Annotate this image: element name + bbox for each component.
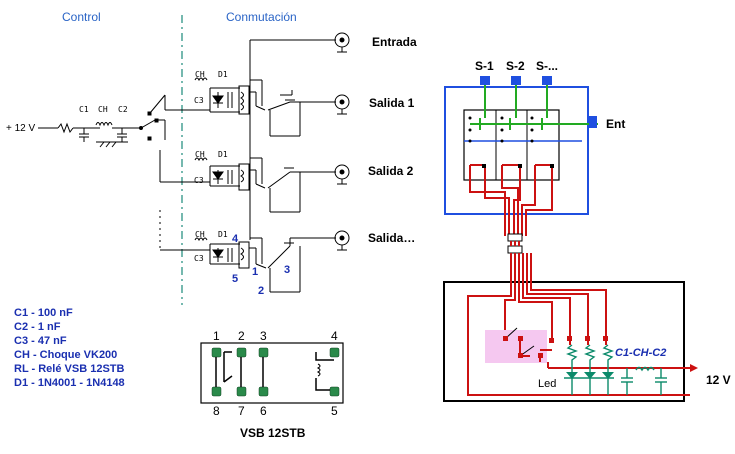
relay-pinout: 1 2 3 4 8 7 6 5 VSB 12STB bbox=[200, 329, 344, 440]
pinout-top-3: 3 bbox=[260, 329, 267, 343]
d1-label-1: D1 bbox=[218, 70, 228, 79]
c3-label-N: C3 bbox=[194, 254, 204, 263]
ribbon-connector bbox=[507, 233, 523, 254]
pinout-bottom-6: 6 bbox=[260, 404, 267, 418]
pin-label-5: 5 bbox=[232, 273, 238, 285]
switch-s2-label: S-2 bbox=[506, 59, 525, 73]
legend: C1 - 100 nF C2 - 1 nF C3 - 47 nF CH - Ch… bbox=[14, 307, 125, 389]
pin-label-4: 4 bbox=[232, 233, 239, 245]
ent-label: Ent bbox=[606, 117, 625, 131]
c3-label-2: C3 bbox=[194, 176, 204, 185]
salida1-label: Salida 1 bbox=[369, 96, 415, 110]
legend-item: C3 - 47 nF bbox=[14, 335, 67, 347]
c1-label: C1 bbox=[79, 105, 89, 114]
ch-label-N: CH bbox=[195, 230, 205, 239]
pin-label-2: 2 bbox=[258, 285, 264, 297]
legend-item: RL - Relé VSB 12STB bbox=[14, 363, 124, 375]
entrada-label: Entrada bbox=[372, 35, 417, 49]
legend-item: C2 - 1 nF bbox=[14, 321, 61, 333]
c2-label: C2 bbox=[118, 105, 128, 114]
control-circuit bbox=[38, 94, 182, 251]
coax-entrada bbox=[334, 32, 350, 53]
control-header: Control bbox=[62, 10, 101, 24]
pin-label-1: 1 bbox=[252, 266, 258, 278]
pinout-top-4: 4 bbox=[331, 329, 338, 343]
ch-label-1: CH bbox=[195, 70, 205, 79]
commutation-bus bbox=[249, 39, 336, 240]
coax-salidaN bbox=[334, 230, 350, 251]
salidaN-label: Salida… bbox=[368, 231, 415, 245]
pinout-top-2: 2 bbox=[238, 329, 245, 343]
led-label: Led bbox=[538, 378, 556, 390]
legend-item: CH - Choque VK200 bbox=[14, 349, 117, 361]
pinout-top-1: 1 bbox=[213, 329, 220, 343]
conmutacion-header: Conmutación bbox=[226, 10, 297, 24]
relay-stage-1 bbox=[182, 77, 336, 137]
d1-label-2: D1 bbox=[218, 150, 228, 159]
pinout-bottom-5: 5 bbox=[331, 404, 338, 418]
ch-label-control: CH bbox=[98, 105, 108, 114]
arrow-12v bbox=[690, 364, 698, 372]
relay-stage-N bbox=[182, 237, 336, 293]
filter-label: C1-CH-C2 bbox=[615, 347, 666, 359]
d1-label-N: D1 bbox=[218, 230, 228, 239]
pin-label-3: 3 bbox=[284, 264, 290, 276]
relay-stage-2 bbox=[182, 157, 336, 213]
v12-label: 12 V bbox=[706, 373, 731, 387]
pinout-bottom-7: 7 bbox=[238, 404, 245, 418]
coax-salida2 bbox=[334, 164, 350, 185]
salida2-label: Salida 2 bbox=[368, 164, 414, 178]
control-box: C1-CH-C2 Led 12 V bbox=[443, 253, 731, 402]
switch-s1-label: S-1 bbox=[475, 59, 494, 73]
pinout-title: VSB 12STB bbox=[240, 426, 306, 440]
c3-label-1: C3 bbox=[194, 96, 204, 105]
legend-item: C1 - 100 nF bbox=[14, 307, 73, 319]
supply-label: + 12 V bbox=[6, 123, 36, 134]
switch-sN-label: S-... bbox=[536, 59, 558, 73]
legend-item: D1 - 1N4001 - 1N4148 bbox=[14, 377, 125, 389]
switch-box: S-1 S-2 S-... Ent bbox=[444, 59, 625, 236]
pinout-bottom-8: 8 bbox=[213, 404, 220, 418]
ch-label-2: CH bbox=[195, 150, 205, 159]
coax-salida1 bbox=[334, 94, 350, 115]
